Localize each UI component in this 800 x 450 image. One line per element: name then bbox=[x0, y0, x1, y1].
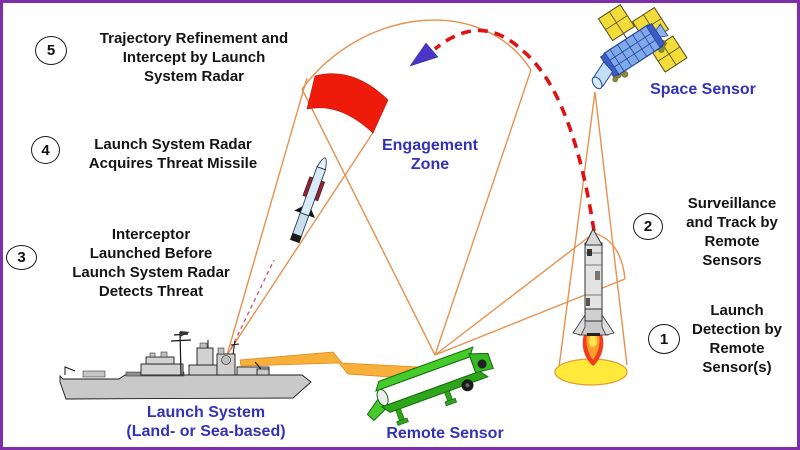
interceptor-launch-path bbox=[230, 259, 275, 350]
label-space-sensor: Space Sensor bbox=[650, 81, 756, 98]
step-5-badge: 5 bbox=[35, 36, 67, 65]
step-3-text: Interceptor Launched Before Launch Syste… bbox=[72, 226, 230, 300]
step-3-badge: 3 bbox=[6, 245, 37, 270]
launch-system-ship-icon bbox=[59, 331, 312, 400]
space-sensor-icon bbox=[591, 3, 688, 90]
label-engagement-zone: Engagement Zone bbox=[381, 137, 478, 173]
step-2-badge: 2 bbox=[633, 213, 663, 240]
step-1-text: Launch Detection by Remote Sensor(s) bbox=[691, 302, 782, 376]
engagement-zone-marker-icon bbox=[306, 73, 389, 134]
sensor-coverage-fans bbox=[226, 19, 628, 368]
label-remote-sensor: Remote Sensor bbox=[386, 425, 504, 442]
step-4-text: Launch System Radar Acquires Threat Miss… bbox=[88, 136, 258, 172]
step-1-badge: 1 bbox=[648, 324, 680, 354]
space-sensor-cone bbox=[558, 91, 628, 368]
step-5-text: Trajectory Refinement and Intercept by L… bbox=[99, 30, 289, 85]
remote-sensor-icon bbox=[366, 346, 494, 426]
trajectory-arrowhead-icon bbox=[409, 42, 439, 67]
diagram-art bbox=[59, 3, 688, 426]
ship-radar-fan bbox=[226, 77, 375, 356]
label-launch-system: Launch System (Land- or Sea-based) bbox=[126, 404, 286, 440]
step-4-badge: 4 bbox=[31, 136, 60, 164]
interceptor-missile-icon bbox=[289, 157, 327, 244]
step-2-text: Surveillance and Track by Remote Sensors bbox=[686, 195, 778, 269]
remote-sensor-fan bbox=[301, 19, 532, 356]
exhaust-flame-icon bbox=[582, 334, 604, 366]
threat-trajectory-path bbox=[433, 28, 596, 232]
threat-missile-icon bbox=[572, 227, 615, 366]
